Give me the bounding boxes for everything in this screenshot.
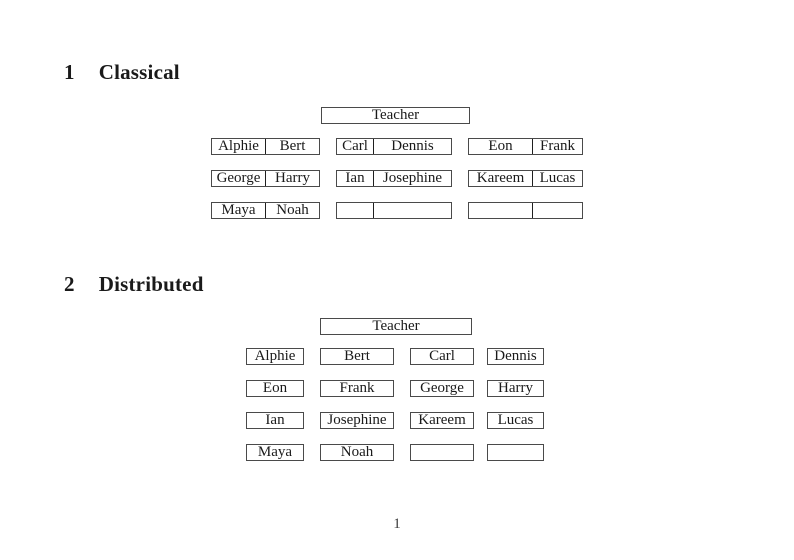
desk-distributed: Lucas — [487, 412, 544, 429]
seat-label: Harry — [498, 380, 533, 396]
desk-distributed: George — [410, 380, 474, 397]
seat-label: Noah — [276, 202, 309, 218]
seat-label: Eon — [469, 139, 533, 154]
seat-label: Carl — [337, 139, 374, 154]
desk-distributed: Alphie — [246, 348, 304, 365]
desk-classical: George Harry — [211, 170, 320, 187]
desk-distributed: Noah — [320, 444, 394, 461]
desk-classical: Ian Josephine — [336, 170, 452, 187]
page-number: 1 — [393, 516, 401, 532]
desk-classical: Kareem Lucas — [468, 170, 583, 187]
desk-distributed: Dennis — [487, 348, 544, 365]
seat-label: Josephine — [382, 170, 443, 186]
seat-label: Josephine — [327, 412, 387, 428]
desk-distributed: Kareem — [410, 412, 474, 429]
desk-distributed-empty — [487, 444, 544, 461]
teacher-label: Teacher — [371, 107, 420, 123]
section-heading-classical: 1 Classical — [64, 61, 180, 83]
seat-label: Ian — [337, 171, 374, 186]
desk-distributed: Frank — [320, 380, 394, 397]
desk-classical: Maya Noah — [211, 202, 320, 219]
seat-label — [469, 203, 533, 218]
desk-distributed: Maya — [246, 444, 304, 461]
seat-label: George — [212, 171, 266, 186]
seat-label: Alphie — [212, 139, 266, 154]
teacher-box-distributed: Teacher — [320, 318, 472, 335]
seat-label: Dennis — [391, 138, 434, 154]
seat-label: George — [420, 380, 464, 396]
section-number: 2 — [64, 272, 75, 296]
seat-label — [337, 203, 374, 218]
seat-label: Ian — [265, 412, 285, 428]
desk-classical: Eon Frank — [468, 138, 583, 155]
seat-label: Lucas — [539, 170, 576, 186]
seat-label: Carl — [429, 348, 455, 364]
desk-classical-empty — [468, 202, 583, 219]
seat-label: Alphie — [254, 348, 296, 364]
desk-distributed: Bert — [320, 348, 394, 365]
seat-label — [374, 203, 451, 218]
section-number: 1 — [64, 60, 75, 84]
seat-label: Frank — [339, 380, 375, 396]
teacher-box-classical: Teacher — [321, 107, 470, 124]
seat-label: Kareem — [418, 412, 466, 428]
desk-distributed: Eon — [246, 380, 304, 397]
seat-label: Eon — [262, 380, 288, 396]
seat-label: Bert — [279, 138, 306, 154]
desk-classical: Alphie Bert — [211, 138, 320, 155]
seat-label — [533, 203, 582, 218]
seat-label: Frank — [540, 138, 575, 154]
seat-label: Lucas — [497, 412, 534, 428]
desk-distributed-empty — [410, 444, 474, 461]
seat-label: Kareem — [469, 171, 533, 186]
seat-label: Noah — [340, 444, 374, 460]
seat-label: Maya — [257, 444, 293, 460]
desk-distributed: Harry — [487, 380, 544, 397]
teacher-label: Teacher — [372, 318, 420, 334]
desk-distributed: Carl — [410, 348, 474, 365]
seat-label: Harry — [275, 170, 310, 186]
section-title: Distributed — [98, 272, 204, 296]
section-heading-distributed: 2 Distributed — [64, 273, 204, 295]
desk-classical: Carl Dennis — [336, 138, 452, 155]
section-title: Classical — [98, 60, 180, 84]
seat-label: Bert — [344, 348, 370, 364]
desk-distributed: Ian — [246, 412, 304, 429]
desk-distributed: Josephine — [320, 412, 394, 429]
desk-classical-empty — [336, 202, 452, 219]
seat-label: Dennis — [494, 348, 537, 364]
seat-label: Maya — [212, 203, 266, 218]
